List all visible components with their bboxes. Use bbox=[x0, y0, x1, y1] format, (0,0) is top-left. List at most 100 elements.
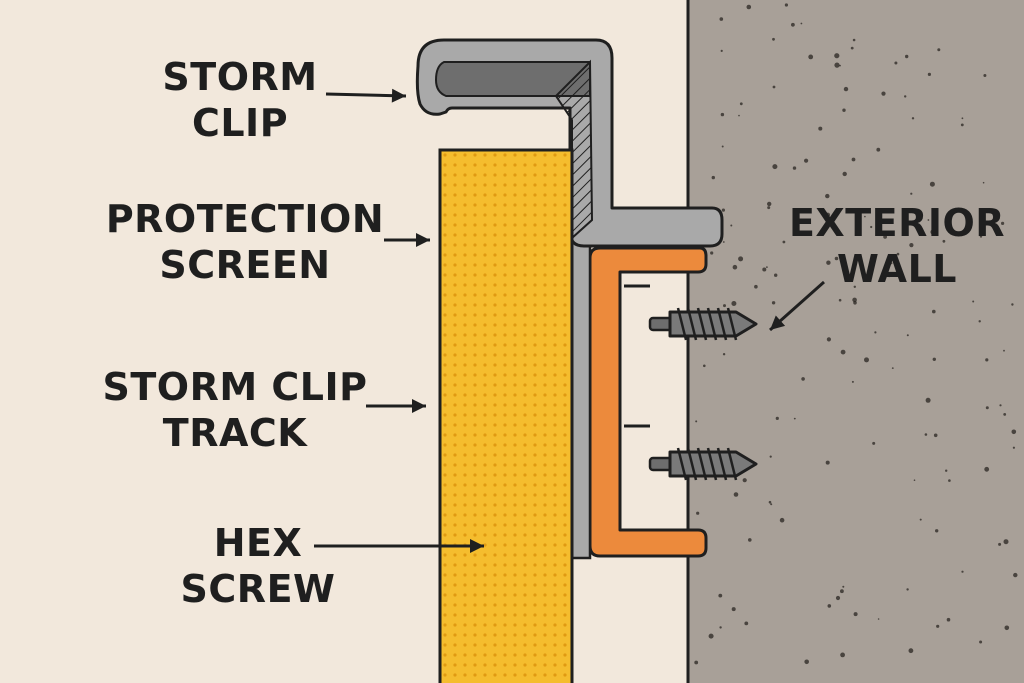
label-hex-screw: HEX SCREW bbox=[168, 520, 348, 612]
wall-speckle bbox=[983, 74, 987, 77]
wall-speckle bbox=[835, 595, 841, 601]
wall-speckle bbox=[842, 171, 847, 177]
wall-speckle bbox=[936, 624, 940, 628]
screw-thread bbox=[676, 307, 688, 341]
wall-speckle bbox=[719, 17, 724, 21]
wall-speckle bbox=[851, 157, 856, 162]
wall-speckle bbox=[746, 4, 752, 10]
wall-speckle bbox=[904, 95, 907, 98]
screw-thread bbox=[716, 307, 728, 341]
wall-speckle bbox=[1004, 625, 1010, 631]
wall-speckle bbox=[718, 593, 723, 598]
wall-speckle bbox=[864, 215, 866, 218]
wall-speckle bbox=[838, 298, 842, 302]
wall-speckle bbox=[694, 660, 699, 665]
screw-thread bbox=[686, 447, 698, 481]
screw-thread bbox=[706, 447, 718, 481]
wall-speckle bbox=[771, 301, 776, 305]
label-hex-screw-line1: HEX bbox=[213, 521, 303, 565]
arrow-head bbox=[470, 539, 484, 553]
wall-speckle bbox=[874, 331, 877, 334]
wall-speckle bbox=[905, 54, 909, 59]
wall-speckle bbox=[910, 192, 913, 195]
wall-speckle bbox=[1012, 446, 1016, 449]
wall-speckle bbox=[985, 358, 989, 362]
wall-speckle bbox=[1003, 349, 1005, 352]
wall-speckle bbox=[883, 235, 887, 239]
wall-speckle bbox=[738, 114, 740, 117]
wall-speckle bbox=[722, 353, 726, 356]
wall-speckle bbox=[708, 633, 714, 639]
wall-speckle bbox=[881, 91, 886, 96]
wall-speckle bbox=[853, 301, 857, 305]
wall-speckle bbox=[731, 301, 737, 306]
wall-speckle bbox=[772, 85, 776, 89]
screw-thread bbox=[696, 447, 708, 481]
wall-speckle bbox=[853, 612, 858, 617]
arrow-protection-screen bbox=[384, 233, 430, 247]
wall-speckle bbox=[772, 37, 775, 41]
wall-speckle bbox=[808, 54, 814, 60]
wall-speckle bbox=[804, 158, 809, 163]
wall-speckle bbox=[894, 61, 898, 65]
wall-speckle bbox=[739, 102, 743, 106]
wall-speckle bbox=[730, 224, 733, 227]
wall-speckle bbox=[801, 377, 805, 381]
wall-speckle bbox=[870, 225, 873, 229]
wall-speckle bbox=[1001, 221, 1005, 225]
wall-speckle bbox=[775, 416, 779, 420]
wall-speckle bbox=[732, 264, 738, 270]
storm-clip-hatching bbox=[554, 59, 594, 241]
wall-speckle bbox=[896, 252, 900, 256]
wall-speckle bbox=[906, 334, 909, 337]
wall-speckle bbox=[827, 604, 832, 608]
wall-speckle bbox=[769, 455, 772, 458]
wall-speckle bbox=[840, 652, 845, 658]
arrow-head bbox=[412, 399, 426, 413]
wall-speckle bbox=[908, 648, 914, 654]
wall-speckle bbox=[782, 240, 786, 244]
protection-screen-texture bbox=[442, 152, 570, 683]
wall-speckle bbox=[945, 469, 948, 472]
wall-speckle bbox=[767, 201, 772, 207]
wall-speckle bbox=[826, 337, 832, 342]
wall-speckle bbox=[710, 251, 714, 255]
screw-thread bbox=[696, 307, 708, 341]
wall-speckle bbox=[770, 503, 773, 506]
arrow-head bbox=[391, 88, 406, 103]
wall-speckle bbox=[834, 53, 840, 59]
exterior-wall bbox=[688, 0, 1024, 683]
label-storm-clip-track-line1: STORM CLIP bbox=[102, 365, 368, 409]
wall-speckle bbox=[942, 239, 946, 243]
hex-screw-icon bbox=[624, 424, 758, 481]
wall-speckle bbox=[984, 466, 990, 472]
track-backing-strip bbox=[570, 236, 592, 560]
wall-speckle bbox=[818, 126, 823, 131]
wall-speckle bbox=[742, 478, 747, 483]
wall-speckle bbox=[929, 181, 935, 187]
wall-speckle bbox=[925, 397, 931, 403]
wall-speckle bbox=[872, 441, 876, 445]
label-protection-screen-line1: PROTECTION bbox=[105, 197, 385, 241]
label-storm-clip-line1: STORM bbox=[162, 55, 318, 99]
label-exterior-wall: EXTERIOR WALL bbox=[782, 200, 1012, 292]
wall-speckle bbox=[766, 266, 768, 268]
wall-speckle bbox=[842, 585, 845, 588]
wall-speckle bbox=[768, 500, 772, 504]
wall-speckle bbox=[877, 618, 880, 620]
wall-speckle bbox=[1011, 429, 1017, 435]
wall-speckle bbox=[767, 206, 771, 210]
wall-speckle bbox=[982, 181, 985, 184]
wall-speckle bbox=[864, 357, 869, 363]
wall-speckle bbox=[999, 404, 1002, 407]
arrow-hex-screw bbox=[314, 539, 484, 553]
wall-speckle bbox=[843, 86, 849, 92]
label-arrows bbox=[314, 88, 825, 553]
wall-speckle bbox=[748, 538, 752, 542]
wall-speckle bbox=[851, 380, 854, 383]
wall-speckle bbox=[784, 3, 789, 7]
wall-speckle bbox=[825, 460, 830, 465]
wall-speckle bbox=[696, 511, 700, 515]
wall-speckle bbox=[978, 320, 981, 323]
wall-speckle bbox=[924, 433, 928, 436]
